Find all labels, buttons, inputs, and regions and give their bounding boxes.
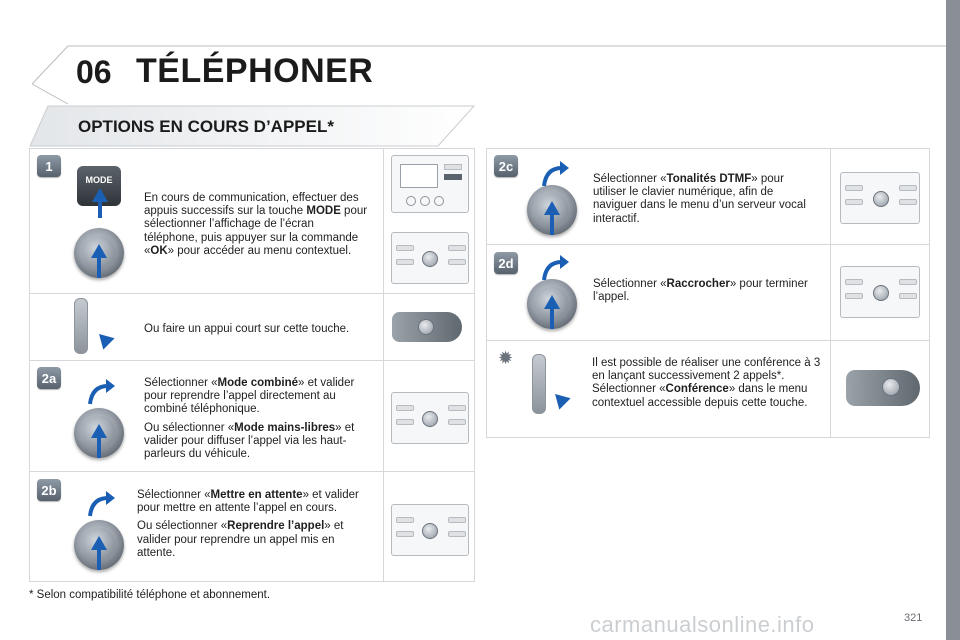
- step-2d-text: Sélectionner «Raccrocher» pour terminer …: [593, 278, 817, 304]
- instruction-paragraph: Ou sélectionner «Mode mains-libres» et v…: [144, 421, 355, 461]
- right-panel-column-divider: [830, 148, 831, 438]
- radio-controls-illustration: [391, 504, 469, 556]
- press-arrow-icon: [91, 244, 107, 258]
- press-arrow-icon: [91, 424, 107, 438]
- chapter-number: 06: [76, 54, 112, 90]
- step-badge-2a: 2a: [37, 367, 61, 389]
- menu-option-label: Conférence: [665, 383, 729, 396]
- section-title-band: [29, 105, 476, 147]
- step-badge-2d: 2d: [494, 252, 518, 274]
- chapter-title: TÉLÉPHONER: [136, 52, 374, 90]
- instruction-paragraph: Il est possible de réaliser une conféren…: [592, 357, 821, 409]
- press-arrow-icon: [544, 201, 560, 215]
- page-number: 321: [904, 612, 923, 624]
- instruction-paragraph: En cours de communication, effectuer des…: [144, 192, 368, 257]
- instruction-paragraph: Sélectionner «Raccrocher» pour terminer …: [593, 278, 808, 304]
- right-panel-separator: [486, 340, 930, 341]
- menu-option-label: Mode mains-libres: [234, 421, 336, 434]
- press-arrow-icon: [97, 436, 101, 458]
- left-panel-column-divider: [383, 148, 384, 582]
- instruction-paragraph: Ou faire un appui court sur cette touche…: [144, 323, 350, 335]
- mode-label: MODE: [85, 175, 113, 185]
- radio-controls-illustration: [391, 392, 469, 444]
- left-panel-separator: [29, 293, 475, 294]
- press-arrow-icon: [91, 536, 107, 550]
- step-badge-2c: 2c: [494, 155, 518, 177]
- press-arrow-icon: [98, 200, 102, 218]
- rotate-arrow-icon: [88, 491, 115, 517]
- rotate-arrow-icon: [542, 255, 569, 281]
- chapter-sidebar-bar: [946, 0, 960, 640]
- sidebar-gap: [943, 0, 946, 640]
- section-title: OPTIONS EN COURS D’APPEL*: [78, 117, 334, 136]
- watermark: carmanualsonline.info: [590, 612, 815, 637]
- radio-controls-illustration: [391, 232, 469, 284]
- press-arrow-icon: [97, 256, 101, 278]
- instruction-paragraph: Sélectionner «Mettre en attente» et vali…: [137, 489, 359, 515]
- stalk-button-icon: [418, 319, 434, 335]
- radio-controls-illustration: [840, 266, 920, 318]
- step-2c-text: Sélectionner «Tonalités DTMF» pour utili…: [593, 173, 817, 226]
- footnote: * Selon compatibilité téléphone et abonn…: [29, 589, 271, 601]
- instruction-paragraph: Sélectionner «Mode combiné» et valider p…: [144, 377, 355, 416]
- menu-option-label: Mettre en attente: [210, 489, 303, 501]
- gear-icon: ✹: [498, 348, 514, 368]
- radio-controls-illustration: [840, 172, 920, 224]
- step-badge-1: 1: [37, 155, 61, 177]
- menu-option-label: Mode combiné: [217, 377, 299, 389]
- radio-unit-illustration: [391, 155, 469, 213]
- press-arrow-icon: [544, 295, 560, 309]
- press-arrow-icon: [92, 188, 108, 202]
- instruction-paragraph: Sélectionner «Tonalités DTMF» pour utili…: [593, 173, 806, 225]
- instruction-paragraph: Ou sélectionner «Reprendre l’appel» et v…: [137, 520, 344, 559]
- menu-option-label: Tonalités DTMF: [666, 173, 752, 185]
- right-panel-separator: [486, 244, 930, 245]
- press-arrow-icon: [97, 548, 101, 570]
- menu-option-label: Raccrocher: [666, 278, 730, 290]
- step-2b-text: Sélectionner «Mettre en attente» et vali…: [137, 489, 373, 560]
- press-arrow-icon: [550, 213, 554, 235]
- step-conference-text: Il est possible de réaliser une conféren…: [592, 357, 824, 410]
- step-1-text: En cours de communication, effectuer des…: [144, 192, 368, 258]
- step-1b-text: Ou faire un appui court sur cette touche…: [144, 323, 380, 336]
- menu-option-label: MODE: [306, 205, 341, 218]
- rotate-arrow-icon: [542, 161, 569, 187]
- press-arrow-icon: [550, 307, 554, 329]
- step-2a-text: Sélectionner «Mode combiné» et valider p…: [144, 377, 372, 461]
- stalk-button-icon: [882, 378, 900, 396]
- menu-option-label: OK: [150, 244, 168, 257]
- steering-wheel-illustration: [532, 354, 546, 414]
- left-panel-separator: [29, 360, 475, 361]
- menu-option-label: Reprendre l’appel: [227, 520, 325, 533]
- header-frame: [31, 45, 946, 105]
- step-badge-2b: 2b: [37, 479, 61, 501]
- steering-wheel-illustration: [74, 298, 88, 354]
- left-panel-separator: [29, 471, 475, 472]
- rotate-arrow-icon: [88, 379, 115, 405]
